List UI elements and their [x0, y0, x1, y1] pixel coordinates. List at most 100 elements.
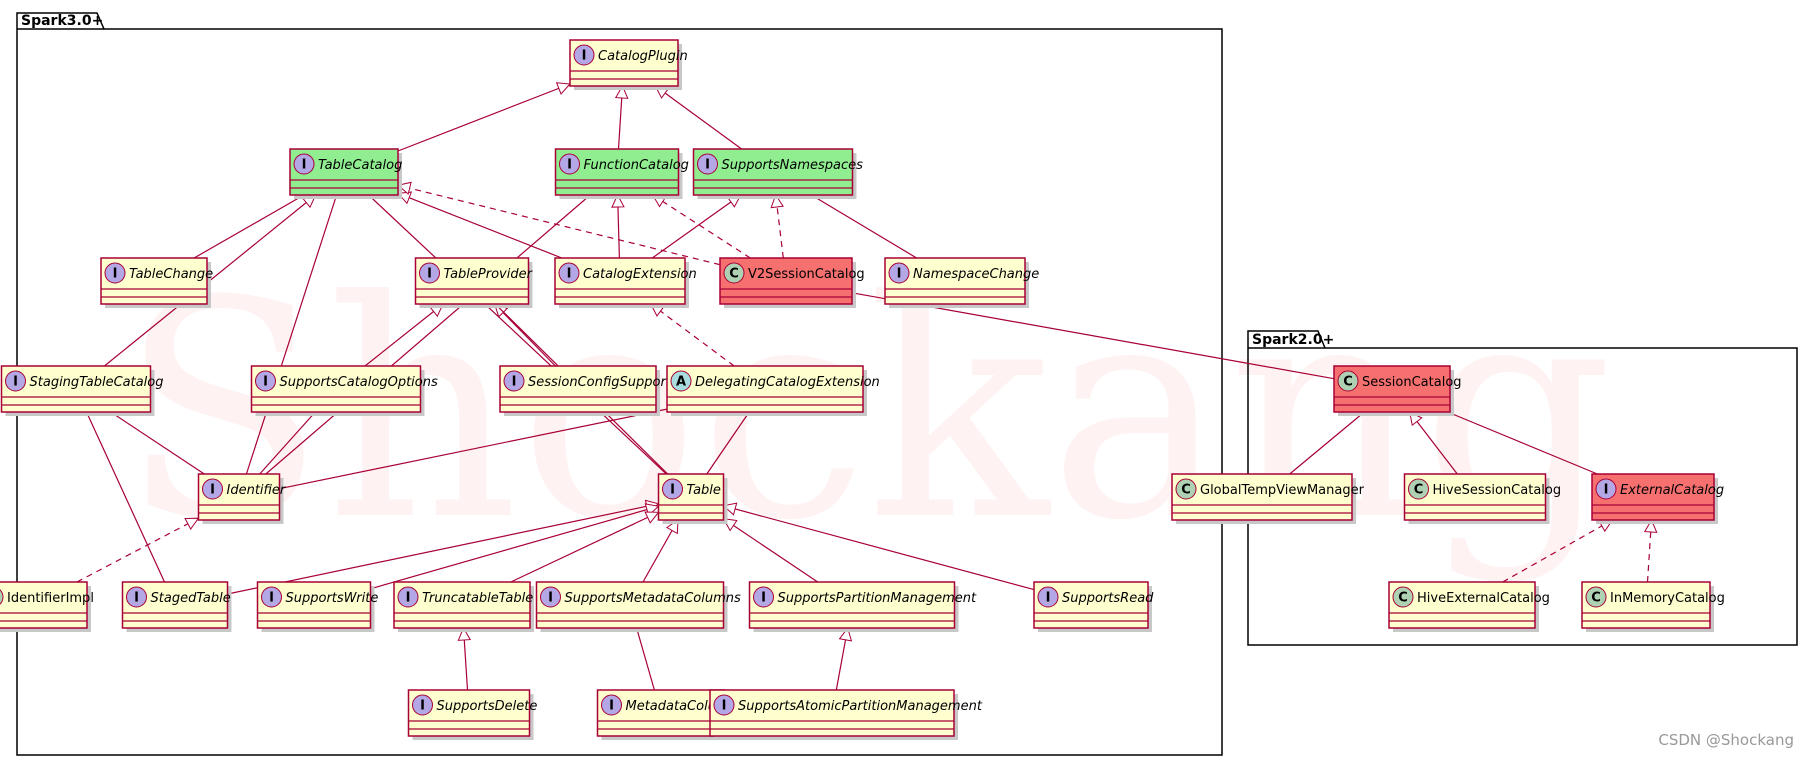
- stereotype-letter: I: [210, 483, 215, 498]
- edge-implements-HiveExternalCatalog-to-ExternalCatalog: [1502, 520, 1613, 583]
- class-name: SupportsWrite: [286, 591, 379, 606]
- stereotype-letter: C: [1343, 375, 1353, 390]
- class-name: Identifier: [227, 483, 287, 498]
- edge-association-DelegatingCatalogExtension-to-Table: [706, 411, 750, 475]
- box-body: [393, 581, 531, 629]
- class-box-HiveSessionCatalog: C HiveSessionCatalog: [1403, 473, 1562, 524]
- class-box-IdentifierImpl: CIdentifierImpl: [0, 581, 94, 632]
- edge-extends-SupportsPartitionManagement-to-Table: [724, 519, 819, 583]
- stereotype-letter: C: [1181, 483, 1191, 498]
- stereotype-badge-icon: [662, 478, 683, 500]
- edge-association-StagingTableCatalog-to-Identifier: [110, 411, 205, 475]
- edge-implements-IdentifierImpl-to-Identifier: [76, 517, 199, 583]
- stereotype-letter: I: [705, 158, 710, 173]
- class-name: NamespaceChange: [913, 267, 1039, 282]
- box-body: [748, 581, 956, 629]
- stereotype-badge-icon: [1175, 478, 1197, 500]
- stereotype-badge-icon: [503, 370, 525, 392]
- stereotype-badge-icon: [293, 153, 315, 175]
- stereotype-letter: I: [302, 158, 307, 173]
- stereotype-letter: I: [263, 375, 268, 390]
- stereotype-letter: I: [113, 267, 118, 282]
- edge-implements-V2SessionCatalog-to-FunctionCatalog: [653, 195, 751, 259]
- class-name: CatalogExtension: [583, 267, 697, 282]
- class-name: SupportsAtomicPartitionManagement: [738, 699, 983, 714]
- edge-extends-CatalogExtension-to-FunctionCatalog: [618, 195, 620, 259]
- class-name: TruncatableTable: [422, 591, 533, 606]
- stereotype-letter: C: [1591, 591, 1601, 606]
- stereotype-letter: I: [427, 267, 432, 282]
- edge-association-TableCatalog-to-Identifier: [245, 194, 338, 475]
- class-box-SupportsCatalogOptions: I SupportsCatalogOptions: [250, 365, 438, 416]
- edge-association-FunctionCatalog-to-Identifier: [265, 194, 591, 475]
- box-body: [250, 365, 422, 413]
- class-name: SupportsCatalogOptions: [280, 375, 438, 390]
- edge-association-SupportsCatalogOptions-to-Identifier: [259, 411, 316, 475]
- edge-association-SupportsMetadataColumns-to-MetadataColumn: [636, 627, 655, 691]
- edge-extends-FunctionCatalog-to-CatalogPlugin: [619, 86, 623, 150]
- stereotype-letter: I: [420, 699, 425, 714]
- edge-association-SessionCatalog-to-GlobalTempViewManager: [1289, 411, 1365, 475]
- stereotype-badge-icon: [261, 586, 282, 608]
- stereotype-letter: I: [406, 591, 411, 606]
- class-name: ExternalCatalog: [1620, 483, 1724, 498]
- class-box-Identifier: I Identifier: [197, 473, 287, 524]
- edge-extends-SupportsAtomicPartitionManagement-to-SupportsPartitionManagement: [835, 628, 847, 691]
- stereotype-badge-icon: [397, 586, 419, 608]
- class-name: SupportsNamespaces: [722, 158, 864, 173]
- class-name: MetadataColumn: [626, 699, 737, 714]
- edge-association-TableCatalog-to-Table: [368, 194, 667, 475]
- class-name: SupportsDelete: [437, 699, 538, 714]
- box-body: [554, 257, 686, 305]
- stereotype-letter: I: [722, 699, 727, 714]
- edge-implements-V2SessionCatalog-to-TableCatalog: [398, 185, 721, 266]
- stereotype-badge-icon: [670, 370, 692, 392]
- class-box-SupportsDelete: I SupportsDelete: [407, 689, 538, 740]
- stereotype-letter: I: [1046, 591, 1051, 606]
- edge-extends-SupportsDelete-to-TruncatableTable: [464, 628, 468, 691]
- stereotype-badge-icon: [723, 262, 745, 284]
- stereotype-badge-icon: [419, 262, 440, 284]
- class-name: TableCatalog: [318, 158, 402, 173]
- stereotype-badge-icon: [601, 694, 622, 716]
- credit-text: CSDN @Shockang: [1658, 731, 1794, 749]
- class-name: FunctionCatalog: [584, 158, 689, 173]
- class-box-FunctionCatalog: I FunctionCatalog: [554, 148, 689, 199]
- stereotype-badge-icon: [888, 262, 910, 284]
- stereotype-letter: I: [567, 158, 572, 173]
- stereotype-badge-icon: [697, 153, 718, 175]
- class-name: HiveExternalCatalog: [1417, 591, 1550, 606]
- edge-association-SupportsNamespaces-to-NamespaceChange: [811, 194, 917, 259]
- stereotype-badge-icon: [1392, 586, 1414, 608]
- stereotype-badge-icon: [202, 478, 223, 500]
- edge-extends-CatalogExtension-to-TableCatalog: [398, 193, 563, 259]
- box-body: [535, 581, 725, 629]
- class-name: SessionConfigSupport: [528, 375, 672, 390]
- stereotype-letter: A: [676, 375, 686, 390]
- edge-extends-HiveSessionCatalog-to-SessionCatalog: [1410, 412, 1458, 475]
- class-name: HiveSessionCatalog: [1433, 483, 1562, 498]
- stereotype-badge-icon: [753, 586, 774, 608]
- package-title: Spark2.0+: [1252, 332, 1334, 348]
- stereotype-letter: C: [1414, 483, 1424, 498]
- package-title: Spark3.0+: [21, 13, 103, 29]
- stereotype-badge-icon: [1337, 370, 1359, 392]
- class-name: SupportsRead: [1062, 591, 1154, 606]
- stereotype-letter: I: [548, 591, 553, 606]
- edge-extends-CatalogExtension-to-SupportsNamespaces: [651, 195, 740, 259]
- stereotype-badge-icon: [1595, 478, 1617, 500]
